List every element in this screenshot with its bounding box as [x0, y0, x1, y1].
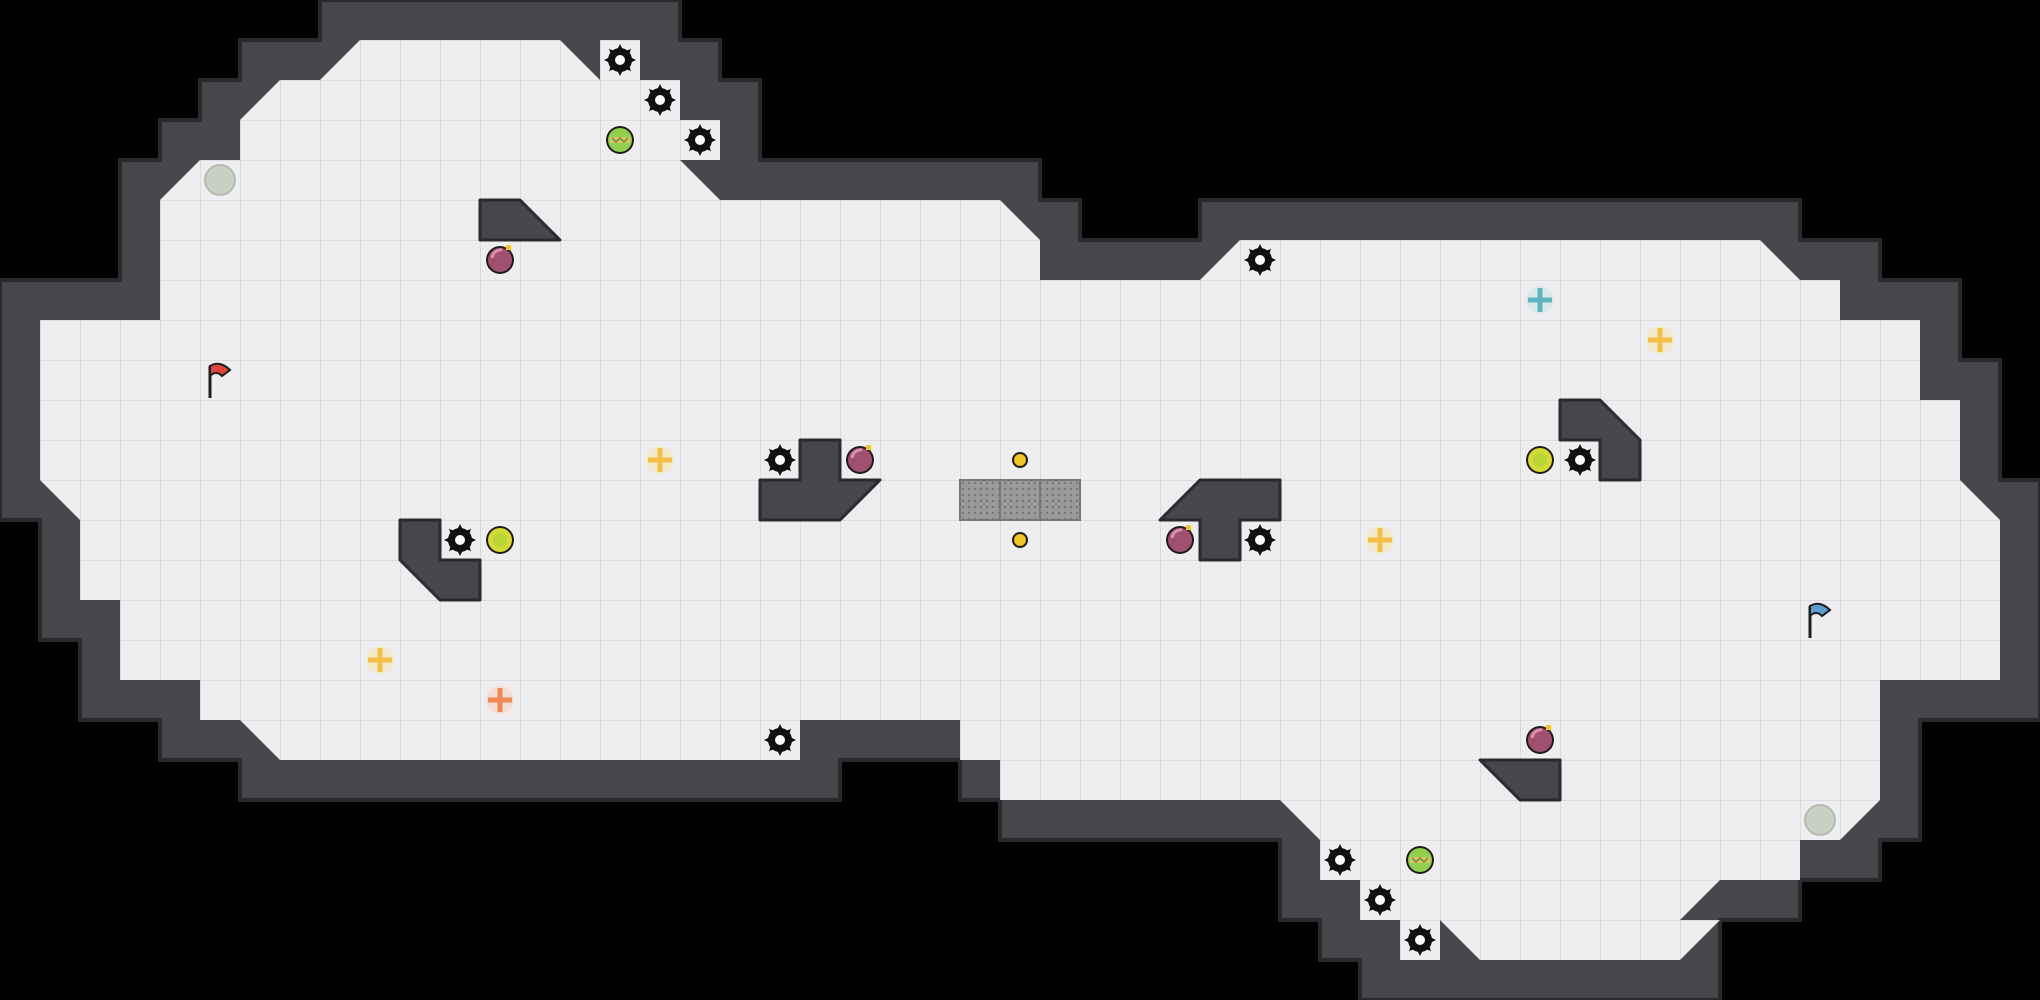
interior-walls	[398, 198, 1642, 802]
gate-row	[959, 479, 1081, 521]
portal-icon	[1804, 804, 1836, 836]
arrows-icon	[646, 446, 674, 474]
arrows-icon	[1646, 326, 1674, 354]
flag-icon	[208, 362, 232, 398]
portal-icon	[204, 164, 236, 196]
button-icon[interactable]	[1012, 452, 1028, 468]
arrows-icon	[1366, 526, 1394, 554]
boost-icon	[486, 526, 514, 554]
gate-icon	[999, 479, 1041, 521]
gate-icon	[1039, 479, 1081, 521]
boost-icon	[1526, 446, 1554, 474]
powerup-icon	[605, 125, 635, 155]
arrows-icon	[1526, 286, 1554, 314]
gate-icon	[959, 479, 1001, 521]
powerup-icon	[1405, 845, 1435, 875]
button-icon[interactable]	[1012, 532, 1028, 548]
arrows-icon	[486, 686, 514, 714]
arrows-icon	[366, 646, 394, 674]
flag-icon	[1808, 602, 1832, 638]
